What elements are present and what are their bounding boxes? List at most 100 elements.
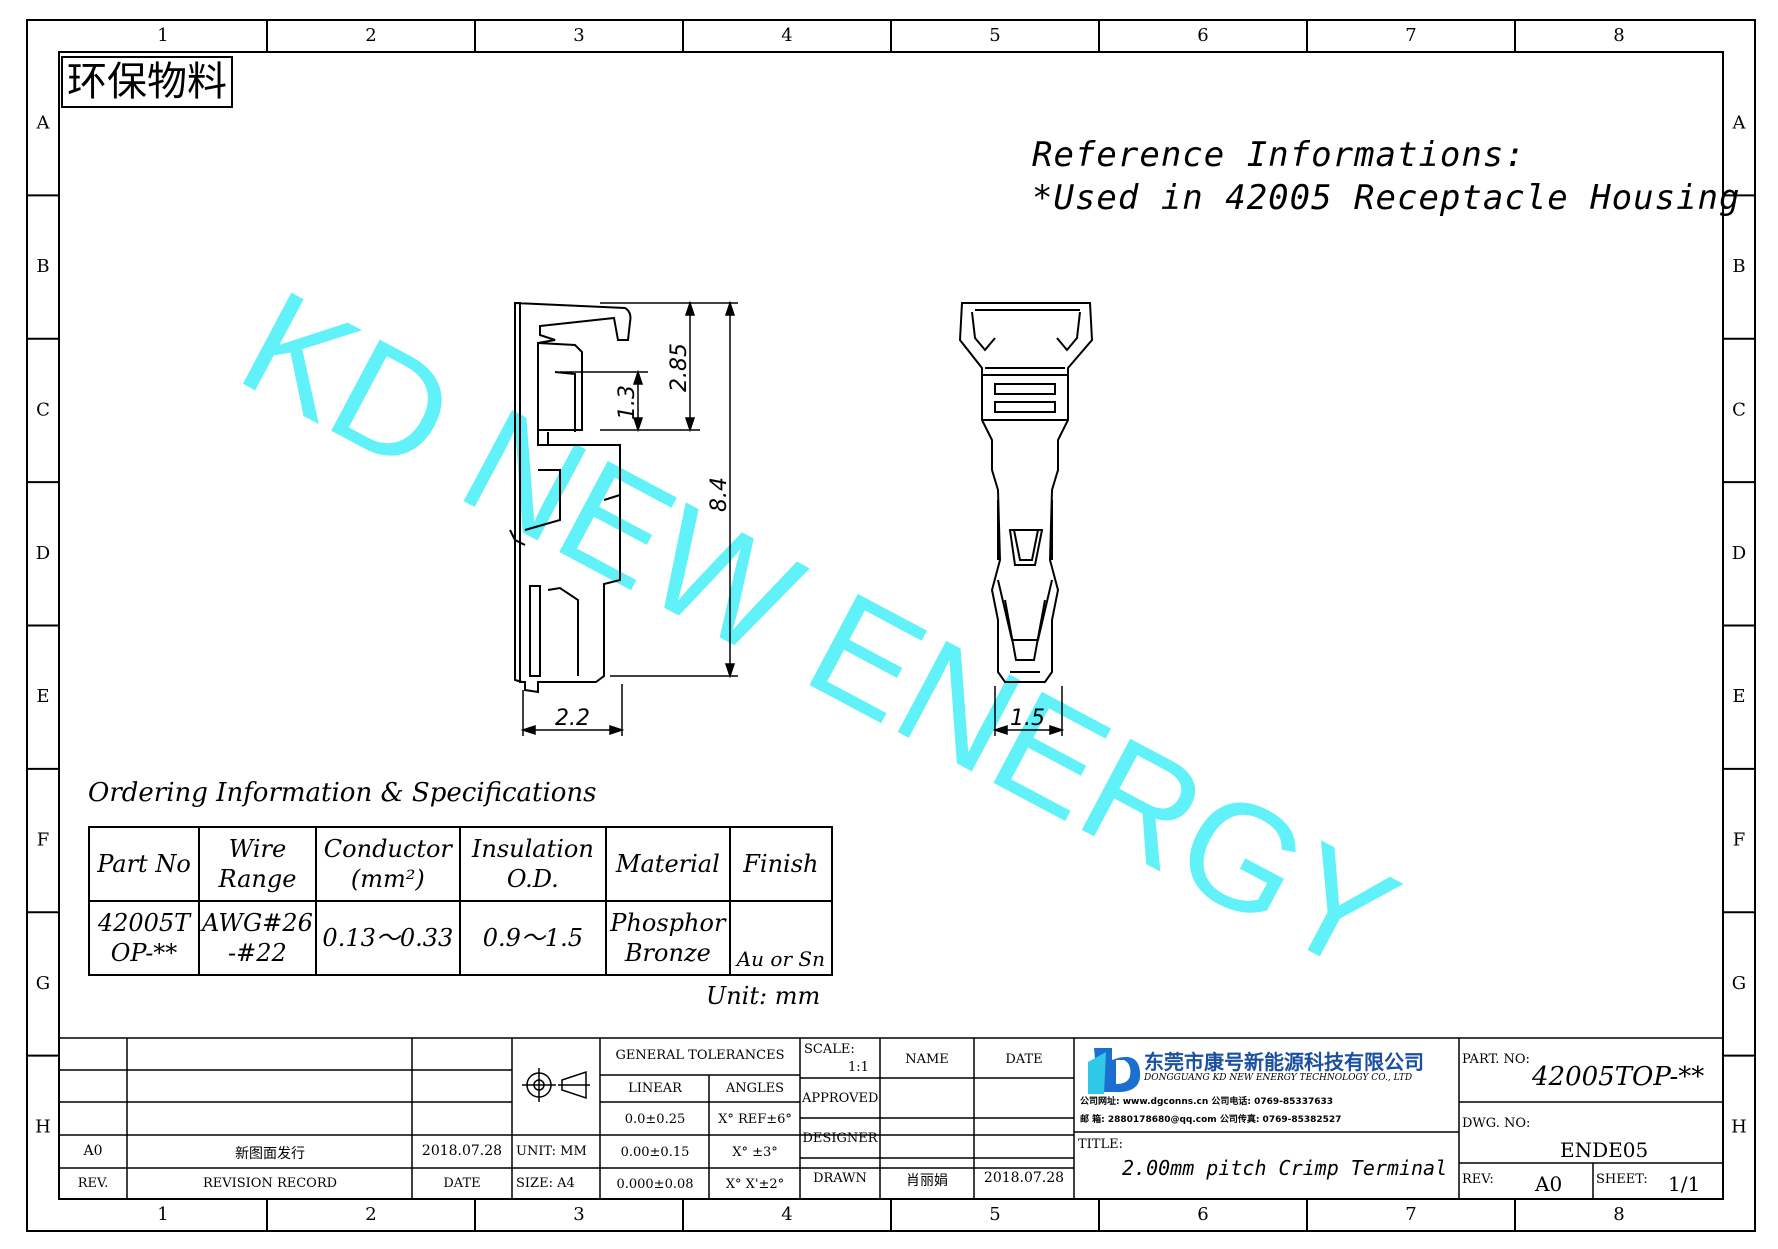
- approved-label: APPROVED: [802, 1091, 879, 1106]
- dim-8-4: 8.4: [707, 477, 732, 512]
- part-no-label: PART. NO:: [1462, 1052, 1530, 1067]
- rev-value: A0: [83, 1143, 103, 1159]
- zone-row-left-C: C: [36, 399, 50, 420]
- scale-label: SCALE:: [804, 1042, 855, 1057]
- dwg-no-label: DWG. NO:: [1462, 1116, 1531, 1131]
- zone-row-left-E: E: [36, 686, 49, 707]
- company-name-en: DONGGUANG KD NEW ENERGY TECHNOLOGY CO., …: [1144, 1073, 1413, 1083]
- rev-record: 新图面发行: [235, 1146, 305, 1162]
- reference-usage: *Used in 42005 Receptacle Housing: [1032, 178, 1741, 218]
- zone-row-right-G: G: [1732, 973, 1746, 994]
- company-contact-2: 邮 箱: 2880178680@qq.com 公司传真: 0769-853825…: [1080, 1115, 1342, 1125]
- rev-label: REV:: [1462, 1172, 1494, 1187]
- cell-conductor: 0.13～0.33: [314, 900, 461, 976]
- zone-dividers: [27, 20, 1755, 1231]
- rev-header: REV.: [77, 1176, 109, 1191]
- angle-tol-2: X° ±3°: [732, 1145, 778, 1160]
- drawn-label: DRAWN: [813, 1171, 867, 1186]
- zone-row-left-B: B: [36, 256, 49, 277]
- zone-col-bottom-6: 6: [1197, 1204, 1208, 1225]
- header-part-no: Part No: [88, 826, 200, 902]
- header-material: Material: [604, 826, 731, 902]
- linear-label: LINEAR: [628, 1081, 682, 1096]
- cell-wire-range: AWG#26-#22: [198, 900, 317, 976]
- eco-material-label: 环保物料: [61, 56, 233, 108]
- zone-col-top-3: 3: [573, 25, 584, 46]
- scale-value: 1:1: [848, 1060, 869, 1075]
- linear-tol-1: 0.0±0.25: [624, 1112, 686, 1127]
- drawing-title: 2.00mm pitch Crimp Terminal: [1122, 1156, 1448, 1180]
- zone-col-bottom-4: 4: [781, 1204, 792, 1225]
- zone-row-right-B: B: [1732, 256, 1745, 277]
- zone-row-left-F: F: [37, 830, 50, 851]
- angles-label: ANGLES: [725, 1081, 785, 1096]
- linear-tol-3: 0.000±0.08: [616, 1177, 694, 1192]
- sheet-label: SHEET:: [1596, 1172, 1648, 1187]
- company-contact-1: 公司网址: www.dgconns.cn 公司电话: 0769-85337633: [1080, 1097, 1334, 1107]
- dim-2-85: 2.85: [667, 343, 692, 392]
- title-block-grid: [59, 1037, 1723, 1199]
- rev-date: 2018.07.28: [421, 1143, 503, 1159]
- date-header: DATE: [443, 1176, 481, 1191]
- sheet-value: 1/1: [1668, 1172, 1701, 1196]
- zone-col-top-2: 2: [365, 25, 376, 46]
- zone-row-right-E: E: [1732, 686, 1745, 707]
- zone-col-top-7: 7: [1405, 25, 1416, 46]
- terminal-side-view: [509, 302, 632, 694]
- dwg-no-value: ENDE05: [1560, 1138, 1649, 1162]
- header-finish: Finish: [728, 826, 833, 902]
- dim-1-3: 1.3: [615, 385, 640, 420]
- general-tolerances: GENERAL TOLERANCES: [615, 1048, 785, 1063]
- angle-tol-3: X° X'±2°: [725, 1177, 785, 1192]
- zone-row-left-D: D: [36, 543, 50, 564]
- cell-insulation: 0.9～1.5: [458, 900, 607, 976]
- zone-row-right-H: H: [1731, 1116, 1747, 1137]
- specs-title: Ordering Information & Specifications: [88, 778, 597, 808]
- rev-box-value: A0: [1535, 1172, 1563, 1196]
- zone-row-right-C: C: [1732, 399, 1746, 420]
- unit-mm: UNIT: MM: [516, 1144, 587, 1159]
- designer-label: DESIGNER: [802, 1131, 878, 1146]
- zone-col-top-6: 6: [1197, 25, 1208, 46]
- dim-1-5: 1.5: [1010, 706, 1045, 731]
- dimension-lines: [520, 300, 738, 736]
- zone-row-right-A: A: [1732, 113, 1747, 134]
- header-conductor: Conductor(mm²): [314, 826, 461, 902]
- zone-row-right-D: D: [1732, 543, 1746, 564]
- zone-col-bottom-1: 1: [157, 1204, 168, 1225]
- title-label: TITLE:: [1078, 1137, 1123, 1152]
- date-col-header: DATE: [1005, 1052, 1043, 1067]
- size-a4: SIZE: A4: [516, 1176, 575, 1191]
- part-no-value: 42005TOP-**: [1532, 1062, 1705, 1092]
- zone-col-top-5: 5: [989, 25, 1000, 46]
- company-logo-icon: [1088, 1048, 1141, 1094]
- drawn-date: 2018.07.28: [983, 1170, 1065, 1186]
- dimension-lines-front: [992, 686, 1065, 736]
- terminal-front-view: [958, 302, 1094, 683]
- drawn-name: 肖丽娟: [906, 1173, 948, 1189]
- name-header: NAME: [905, 1052, 949, 1067]
- zone-row-left-G: G: [36, 973, 50, 994]
- zone-col-top-1: 1: [157, 25, 168, 46]
- zone-row-left-A: A: [36, 113, 51, 134]
- zone-col-bottom-3: 3: [573, 1204, 584, 1225]
- zone-row-right-F: F: [1733, 830, 1746, 851]
- zone-row-left-H: H: [35, 1116, 51, 1137]
- zone-col-bottom-8: 8: [1613, 1204, 1624, 1225]
- cell-finish: Au or Sn: [728, 900, 833, 976]
- zone-col-bottom-7: 7: [1405, 1204, 1416, 1225]
- zone-col-top-8: 8: [1613, 25, 1624, 46]
- zone-col-top-4: 4: [781, 25, 792, 46]
- dim-2-2: 2.2: [555, 706, 590, 731]
- angle-tol-1: X° REF±6°: [718, 1112, 792, 1127]
- zone-col-bottom-5: 5: [989, 1204, 1000, 1225]
- linear-tol-2: 0.00±0.15: [620, 1145, 690, 1160]
- unit-label: Unit: mm: [706, 982, 821, 1010]
- company-name-cn: 东莞市康号新能源科技有限公司: [1144, 1050, 1424, 1074]
- reference-title: Reference Informations:: [1032, 135, 1526, 175]
